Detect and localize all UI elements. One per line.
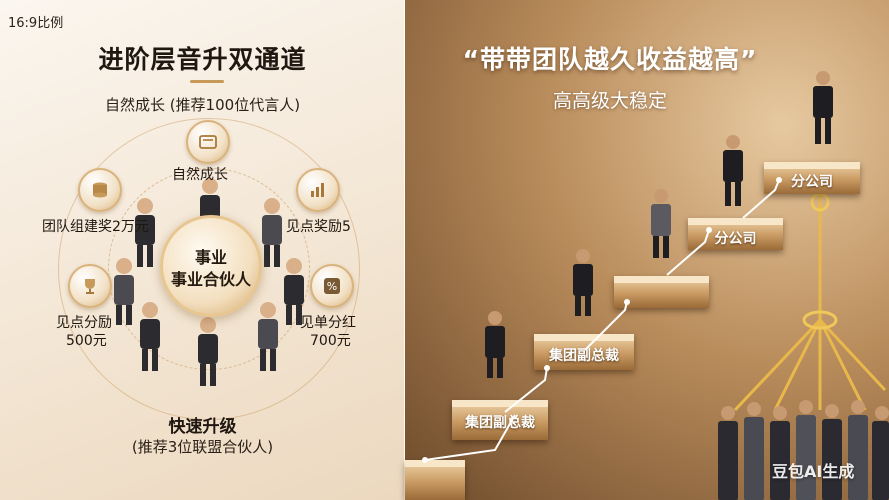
- node-label-top: 自然成长: [172, 167, 228, 183]
- node-label-right-lower-1: 见单分红: [300, 315, 356, 331]
- coins-icon-node: [78, 168, 122, 212]
- person-figure: [140, 302, 160, 371]
- person-figure: [135, 198, 155, 267]
- person-figure: [262, 198, 282, 267]
- person-figure: [770, 406, 790, 500]
- center-line2: 事业合伙人: [170, 270, 251, 289]
- stair-step-base: [405, 460, 465, 500]
- stair-step-4: [688, 218, 783, 250]
- person-figure: [744, 402, 764, 500]
- title-underline: [190, 80, 224, 83]
- person-figure: [822, 404, 842, 500]
- bar-chart-icon-node: [296, 168, 340, 212]
- percent-icon-node: %: [310, 264, 354, 308]
- left-panel: 16:9比例 进阶层音升双通道 自然成长 (推荐100位代言人) 事业 事业合伙…: [0, 0, 405, 500]
- person-figure: [485, 311, 505, 378]
- node-label-left-lower-2: 500元: [66, 333, 107, 349]
- person-figure: [573, 249, 593, 316]
- node-label-right-upper: 见点奖励5: [286, 219, 351, 235]
- left-subtitle: 自然成长 (推荐100位代言人): [104, 96, 301, 114]
- bar-chart-icon: [311, 183, 324, 197]
- crowd: [718, 400, 889, 500]
- inner-ring: [108, 168, 310, 370]
- ratio-label: 16:9比例: [8, 16, 64, 31]
- person-figure: [198, 317, 218, 386]
- percent-icon: %: [324, 278, 340, 294]
- right-title: “带带团队越久收益越高”: [462, 45, 758, 74]
- person-figure: [114, 258, 134, 325]
- left-title: 进阶层音升双通道: [98, 45, 307, 74]
- person-figure: [258, 302, 278, 371]
- step-label-1: 集团副总裁: [465, 415, 535, 431]
- stair-connectors: [422, 177, 782, 463]
- people-circle: [114, 178, 304, 386]
- svg-text:%: %: [327, 280, 337, 293]
- card-icon: [199, 135, 217, 149]
- person-figure: [813, 71, 833, 144]
- stair-step-1: [452, 400, 548, 440]
- person-figure: [718, 406, 738, 500]
- right-subtitle: 高高级大稳定: [552, 90, 667, 112]
- center-badge: 事业 事业合伙人: [160, 215, 262, 317]
- person-figure: [284, 258, 304, 325]
- stair-step-2: [534, 334, 634, 370]
- node-label-left-upper: 团队组建奖2万元: [42, 219, 149, 235]
- gold-chain: [733, 190, 887, 412]
- person-figure: [723, 135, 743, 206]
- climbing-figures: [485, 71, 833, 378]
- step-label-4: 分公司: [791, 174, 833, 190]
- center-line1: 事业: [194, 248, 227, 267]
- card-icon-node: [186, 120, 230, 164]
- person-figure: [796, 400, 816, 500]
- person-figure: [872, 406, 889, 500]
- bottom-title: 快速升级: [168, 417, 237, 437]
- node-label-right-lower-2: 700元: [310, 333, 351, 349]
- outer-ring: [58, 118, 360, 420]
- coins-icon: [93, 182, 107, 198]
- person-figure: [848, 400, 868, 500]
- step-label-3: 分公司: [714, 231, 757, 247]
- node-label-left-lower-1: 见点分励: [56, 315, 112, 331]
- person-figure: [651, 189, 671, 258]
- ai-watermark: 豆包AI生成: [772, 462, 855, 481]
- trophy-icon: [85, 279, 95, 294]
- bottom-subtitle: (推荐3位联盟合伙人): [131, 438, 274, 456]
- trophy-icon-node: [68, 264, 112, 308]
- step-label-2: 集团副总裁: [549, 348, 619, 364]
